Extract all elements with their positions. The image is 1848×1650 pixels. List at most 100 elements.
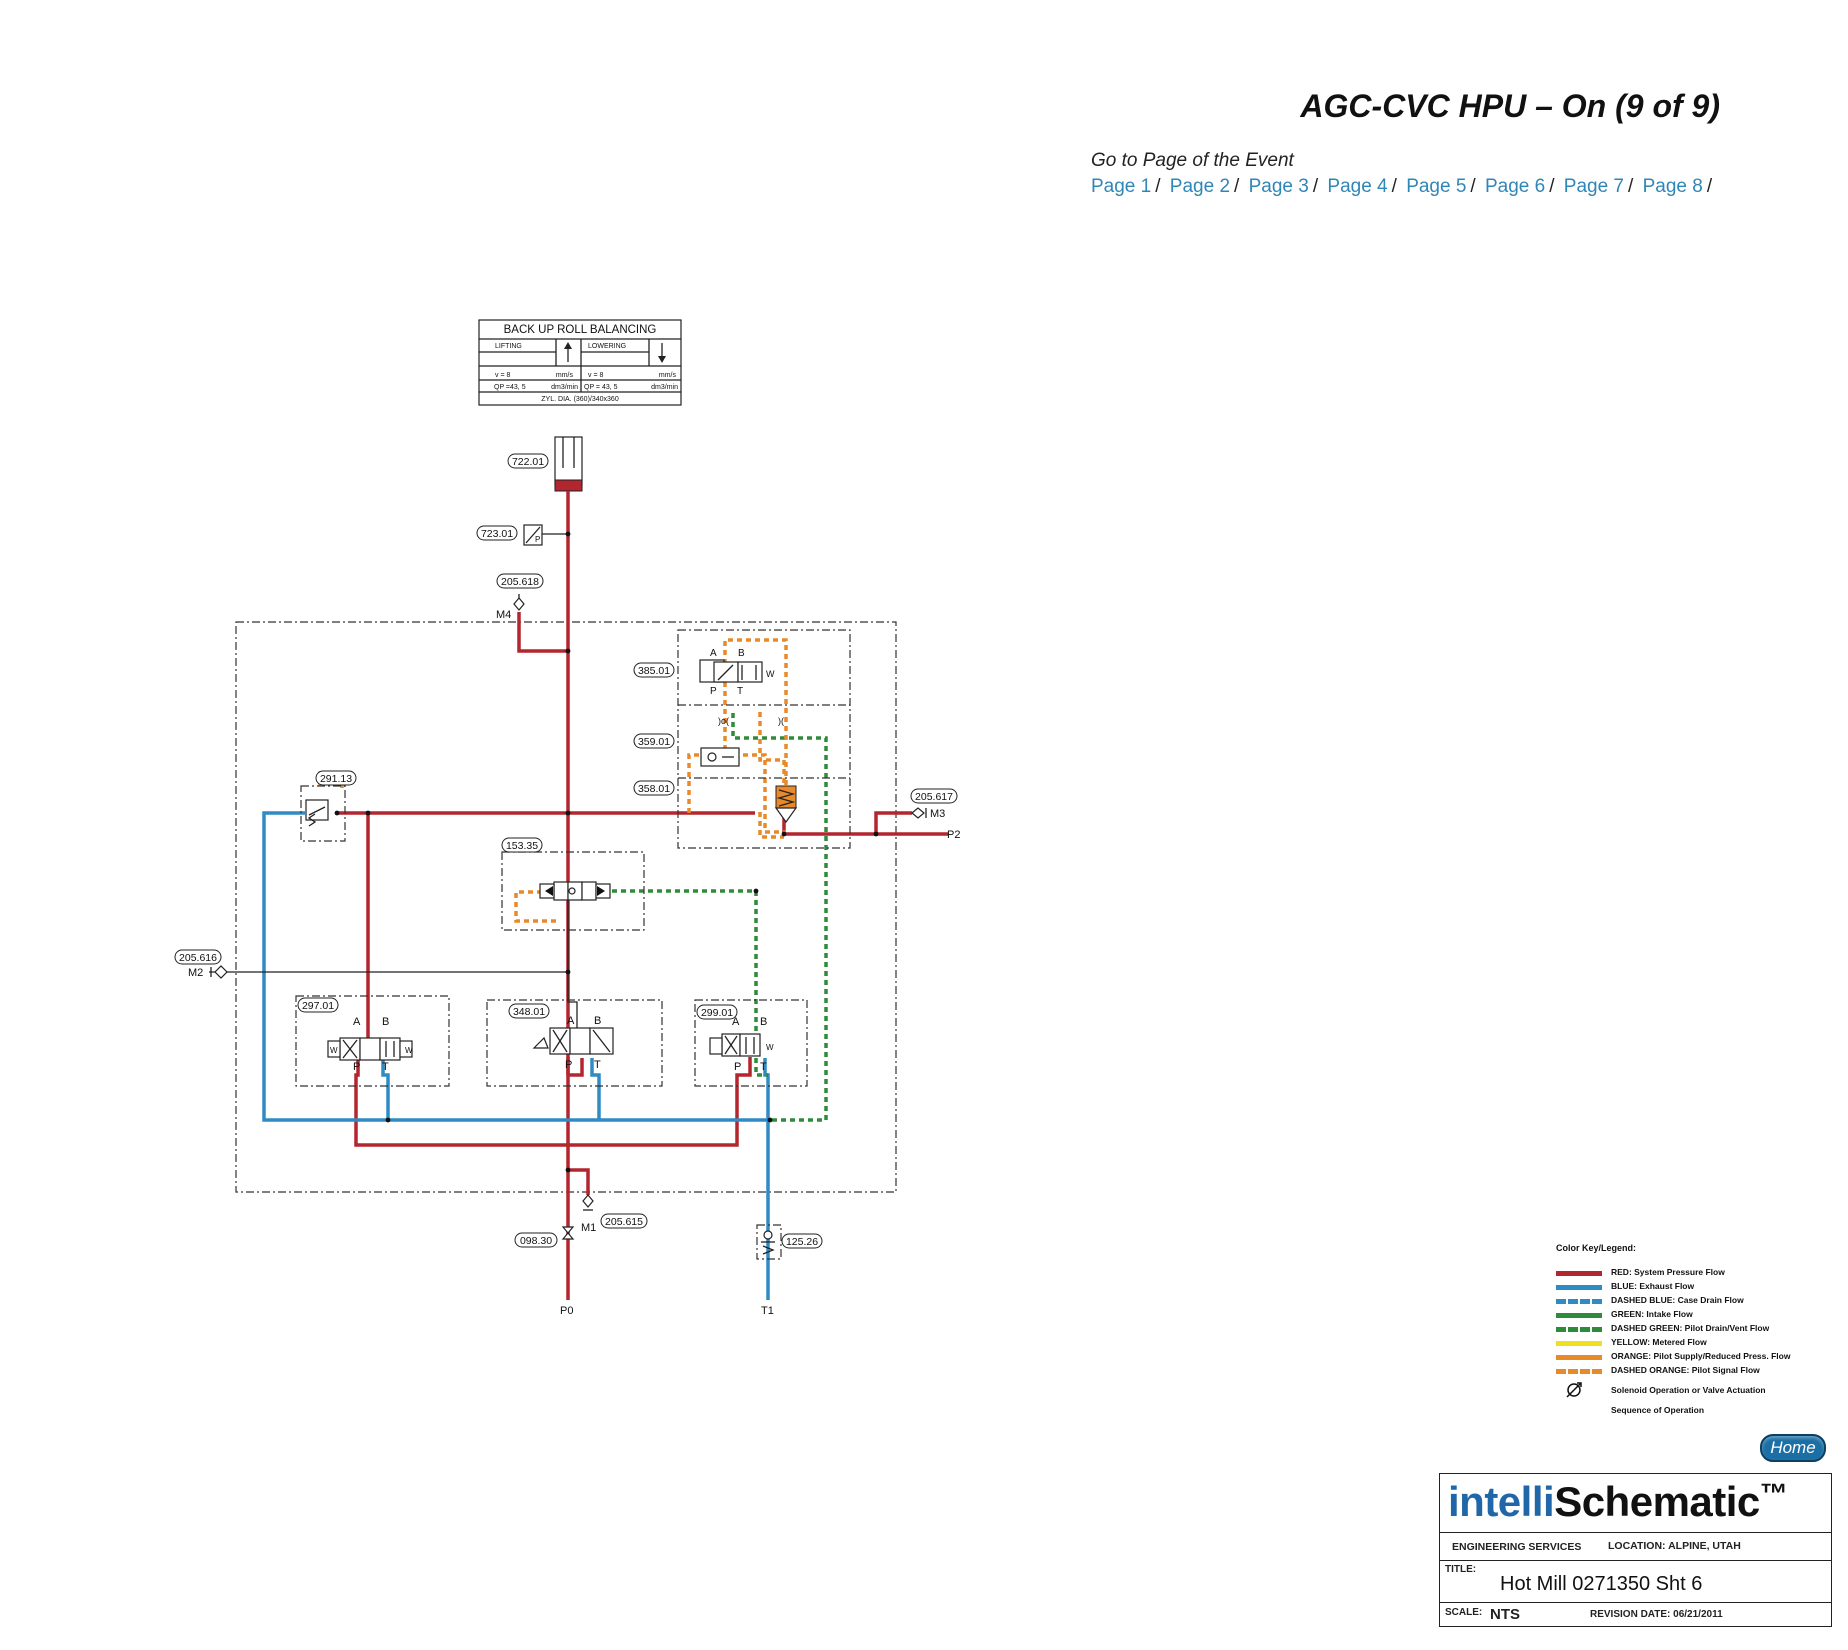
port-m3: M3 xyxy=(930,808,945,820)
separator: / xyxy=(1470,176,1476,197)
tag-297: 297.01 xyxy=(302,1000,334,1012)
page-link-2[interactable]: Page 2 xyxy=(1169,176,1231,197)
port-w: W xyxy=(766,1043,774,1052)
qp-left: QP =43, 5 xyxy=(494,384,526,391)
page-link-4[interactable]: Page 4 xyxy=(1327,176,1388,197)
tb-scale-label: SCALE: xyxy=(1445,1607,1483,1618)
gauge-port-m1 xyxy=(582,1194,594,1211)
tag-205-617: 205.617 xyxy=(915,791,953,803)
valve-385: A B P T W xyxy=(699,648,775,697)
cylinder-722 xyxy=(554,436,583,492)
port-w: W xyxy=(405,1046,413,1055)
cyl-dia: ZYL. DIA. (360)/340x360 xyxy=(541,396,619,403)
page-link-6[interactable]: Page 6 xyxy=(1484,176,1546,197)
tag-125: 125.26 xyxy=(786,1236,818,1248)
tag-359: 359.01 xyxy=(638,736,670,748)
tag-385: 385.01 xyxy=(638,665,670,677)
page-link-3[interactable]: Page 3 xyxy=(1248,176,1309,197)
page-link-7[interactable]: Page 7 xyxy=(1563,176,1625,197)
port-p0: P0 xyxy=(560,1305,573,1317)
legend-row: YELLOW: Metered Flow xyxy=(1556,1337,1836,1351)
goto-label: Go to Page of the Event xyxy=(1091,150,1294,171)
port-p: P xyxy=(565,1059,572,1071)
tb-title-value: Hot Mill 0271350 Sht 6 xyxy=(1500,1573,1703,1595)
tag-098: 098.30 xyxy=(520,1235,552,1247)
legend-row: DASHED GREEN: Pilot Drain/Vent Flow xyxy=(1556,1323,1836,1337)
port-t: T xyxy=(382,1061,389,1073)
valve-348: A B P T xyxy=(532,1015,614,1071)
legend-row: DASHED ORANGE: Pilot Signal Flow xyxy=(1556,1365,1836,1379)
valve-299: A B P T W xyxy=(709,1016,774,1073)
legend-swatch xyxy=(1556,1341,1602,1346)
manifold-boundary xyxy=(235,621,897,1193)
legend-sequence: Sequence of Operation xyxy=(1611,1405,1705,1415)
v-right-unit: mm/s xyxy=(659,372,677,379)
legend-label: RED: System Pressure Flow xyxy=(1611,1267,1725,1277)
page-link-5[interactable]: Page 5 xyxy=(1406,176,1467,197)
port-b: B xyxy=(382,1016,389,1028)
legend-label: YELLOW: Metered Flow xyxy=(1611,1337,1707,1347)
tb-scale-value: NTS xyxy=(1490,1606,1520,1623)
separator: / xyxy=(1706,176,1713,197)
legend-swatch xyxy=(1556,1271,1602,1276)
title-block: intelliSchematic™ ENGINEERING SERVICES L… xyxy=(1439,1473,1832,1627)
separator: / xyxy=(1155,176,1161,197)
solenoid-icon xyxy=(1566,1382,1582,1398)
tb-title-label: TITLE: xyxy=(1445,1564,1477,1575)
home-button[interactable]: Home xyxy=(1760,1434,1826,1462)
tag-358: 358.01 xyxy=(638,783,670,795)
legend-row: RED: System Pressure Flow xyxy=(1556,1267,1836,1281)
legend-row: ORANGE: Pilot Supply/Reduced Press. Flow xyxy=(1556,1351,1836,1365)
page-link-1[interactable]: Page 1 xyxy=(1091,176,1152,197)
tb-row-scale: SCALE: NTS REVISION DATE: 06/21/2011 xyxy=(1440,1602,1831,1627)
port-m4: M4 xyxy=(496,609,511,621)
v-left: v = 8 xyxy=(495,372,510,379)
page-link-8[interactable]: Page 8 xyxy=(1642,176,1703,197)
gauge-port-m4 xyxy=(513,594,525,611)
svg-text:)o(: )o( xyxy=(718,716,729,726)
legend-swatch xyxy=(1556,1285,1602,1290)
port-m2: M2 xyxy=(188,967,203,979)
tag-205-618: 205.618 xyxy=(501,576,539,588)
legend-label: DASHED BLUE: Case Drain Flow xyxy=(1611,1295,1744,1305)
port-t: T xyxy=(760,1061,767,1073)
port-a: A xyxy=(732,1016,740,1028)
check-valve-125 xyxy=(761,1230,775,1255)
page-links: Page 1/ Page 2/ Page 3/ Page 4/ Page 5/ … xyxy=(1091,176,1716,198)
separator: / xyxy=(1549,176,1555,197)
separator: / xyxy=(1391,176,1397,197)
legend-swatch xyxy=(1556,1299,1602,1304)
legend-row: GREEN: Intake Flow xyxy=(1556,1309,1836,1323)
port-t1: T1 xyxy=(761,1305,774,1317)
tag-722: 722.01 xyxy=(512,456,544,468)
relief-358 xyxy=(774,785,798,824)
port-a: A xyxy=(353,1016,361,1028)
v-left-unit: mm/s xyxy=(556,372,574,379)
port-t: T xyxy=(594,1059,601,1071)
logo-main: Schematic xyxy=(1554,1478,1760,1525)
qp-left-unit: dm3/min xyxy=(551,384,578,391)
tag-205-615: 205.615 xyxy=(605,1216,643,1228)
gauge-port-m3 xyxy=(911,807,927,819)
port-labels: M4 M3 P2 M2 M1 P0 T1 xyxy=(188,609,960,1317)
tag-723: 723.01 xyxy=(481,528,513,540)
tag-153: 153.35 xyxy=(506,840,538,852)
table-title: BACK UP ROLL BALANCING xyxy=(504,324,657,336)
port-b: B xyxy=(738,648,745,659)
tb-services: ENGINEERING SERVICES xyxy=(1452,1541,1582,1553)
valve-297: A B P T W W xyxy=(327,1016,413,1073)
logo-tm: ™ xyxy=(1759,1478,1788,1509)
port-p: P xyxy=(710,686,717,697)
legend-row-sequence: Sequence of Operation xyxy=(1556,1405,1836,1421)
svg-text:P: P xyxy=(535,535,540,544)
tb-revision: REVISION DATE: 06/21/2011 xyxy=(1590,1609,1723,1620)
port-p: P xyxy=(734,1061,741,1073)
legend-swatch xyxy=(1556,1327,1602,1332)
page-title: AGC-CVC HPU – On (9 of 9) xyxy=(1300,88,1720,124)
port-p2: P2 xyxy=(947,829,960,841)
junction-dots xyxy=(334,531,879,1173)
separator: / xyxy=(1628,176,1634,197)
port-a: A xyxy=(710,648,717,659)
